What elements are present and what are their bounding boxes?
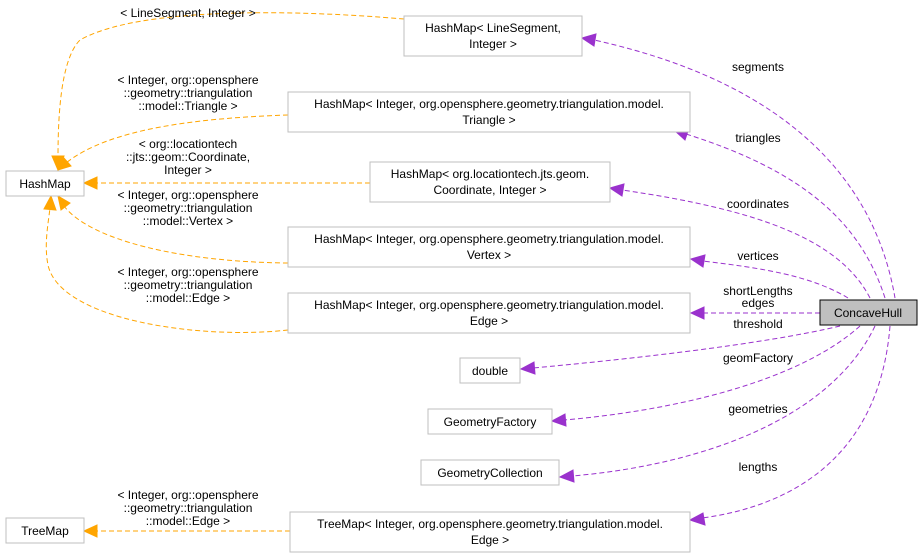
node-hashmap-label: HashMap bbox=[19, 177, 71, 191]
node-treemap[interactable]: TreeMap bbox=[5, 517, 85, 544]
edge-threshold bbox=[532, 325, 841, 369]
edge-triangles bbox=[685, 133, 886, 299]
template-label-coordinate-line2: ::jts::geom::Coordinate, bbox=[126, 150, 250, 164]
edge-vertex-to-hashmap bbox=[63, 205, 289, 264]
node-double-label: double bbox=[472, 364, 508, 378]
member-label-geometries: geometries bbox=[728, 402, 787, 416]
node-treemap-label: TreeMap bbox=[21, 524, 69, 538]
node-treemap-box bbox=[5, 517, 85, 544]
node-hashmap-triangle-box bbox=[287, 91, 691, 133]
node-hashmap-triangle[interactable]: HashMap< Integer, org.opensphere.geometr… bbox=[287, 91, 691, 133]
template-label-vertex-line1: < Integer, org::opensphere bbox=[117, 188, 258, 202]
member-label-edges: edges bbox=[742, 296, 775, 310]
node-hashmap-vertex-line1: HashMap< Integer, org.opensphere.geometr… bbox=[314, 232, 664, 246]
edge-coordinates bbox=[621, 189, 871, 299]
template-label-vertex-line3: ::model::Vertex > bbox=[143, 214, 233, 228]
arrowhead-triangle bbox=[57, 156, 72, 171]
node-hashmap-edge-box bbox=[287, 292, 691, 334]
node-hashmap-linesegment-box bbox=[403, 15, 583, 57]
template-label-triangle-line2: ::geometry::triangulation bbox=[124, 86, 253, 100]
template-label-tree-edge-line2: ::geometry::triangulation bbox=[124, 501, 253, 515]
template-label-coordinate-line3: Integer > bbox=[164, 163, 212, 177]
template-label-tree-edge-line3: ::model::Edge > bbox=[146, 514, 230, 528]
edge-lengths bbox=[701, 325, 891, 519]
edge-geom-factory bbox=[563, 325, 861, 421]
node-double[interactable]: double bbox=[459, 357, 521, 384]
node-double-box bbox=[459, 357, 521, 384]
node-hashmap-coordinate[interactable]: HashMap< org.locationtech.jts.geom. Coor… bbox=[369, 161, 611, 203]
node-treemap-edge-line2: Edge > bbox=[471, 533, 509, 547]
node-geometry-factory-label: GeometryFactory bbox=[444, 415, 537, 429]
node-hashmap-vertex[interactable]: HashMap< Integer, org.opensphere.geometr… bbox=[287, 226, 691, 268]
arrowhead-tree-edge bbox=[82, 524, 98, 538]
node-hashmap-triangle-line2: Triangle > bbox=[462, 113, 515, 127]
edge-edge-to-hashmap bbox=[45, 207, 289, 333]
member-label-geom-factory: geomFactory bbox=[723, 351, 793, 365]
usage-edges bbox=[519, 33, 896, 526]
node-hashmap-coordinate-line1: HashMap< org.locationtech.jts.geom. bbox=[391, 167, 589, 181]
node-concave-hull[interactable]: ConcaveHull bbox=[819, 299, 918, 326]
node-hashmap-linesegment[interactable]: HashMap< LineSegment, Integer > bbox=[403, 15, 583, 57]
node-hashmap-linesegment-line1: HashMap< LineSegment, bbox=[425, 21, 561, 35]
edge-segments bbox=[593, 39, 896, 299]
arrowhead-coordinates bbox=[608, 183, 625, 197]
member-label-segments: segments bbox=[732, 60, 784, 74]
node-geometry-collection-box bbox=[420, 459, 560, 486]
node-treemap-edge-box bbox=[289, 511, 691, 553]
node-geometry-factory[interactable]: GeometryFactory bbox=[427, 408, 553, 435]
node-hashmap-vertex-box bbox=[287, 226, 691, 268]
template-label-linesegment: < LineSegment, Integer > bbox=[120, 6, 255, 20]
node-concave-hull-box bbox=[819, 299, 918, 326]
node-hashmap-edge-line2: Edge > bbox=[470, 314, 508, 328]
node-concave-hull-label: ConcaveHull bbox=[834, 306, 902, 320]
template-edges bbox=[43, 12, 405, 538]
node-geometry-collection-label: GeometryCollection bbox=[437, 466, 542, 480]
node-treemap-edge[interactable]: TreeMap< Integer, org.opensphere.geometr… bbox=[289, 511, 691, 553]
template-label-edge-line1: < Integer, org::opensphere bbox=[117, 265, 258, 279]
arrowhead-vertices bbox=[689, 254, 706, 268]
node-hashmap-box bbox=[5, 170, 85, 197]
arrowhead-segments bbox=[580, 33, 597, 47]
node-geometry-collection[interactable]: GeometryCollection bbox=[420, 459, 560, 486]
member-label-coordinates: coordinates bbox=[727, 197, 789, 211]
arrowhead-coordinate bbox=[82, 176, 98, 190]
template-label-vertex-line2: ::geometry::triangulation bbox=[124, 201, 253, 215]
edge-triangle-to-hashmap bbox=[65, 114, 289, 164]
member-label-vertices: vertices bbox=[737, 249, 778, 263]
node-hashmap-vertex-line2: Vertex > bbox=[467, 248, 511, 262]
node-geometry-factory-box bbox=[427, 408, 553, 435]
node-hashmap-triangle-line1: HashMap< Integer, org.opensphere.geometr… bbox=[314, 97, 664, 111]
node-hashmap-coordinate-box bbox=[369, 161, 611, 203]
arrowhead-edge bbox=[43, 194, 57, 211]
edge-linesegment-to-hashmap bbox=[57, 12, 405, 159]
arrowhead-lengths bbox=[688, 512, 706, 526]
member-labels: segments triangles coordinates vertices … bbox=[723, 60, 793, 474]
arrowhead-threshold bbox=[519, 361, 536, 375]
node-hashmap-coordinate-line2: Coordinate, Integer > bbox=[433, 183, 546, 197]
template-label-coordinate-line1: < org::locationtech bbox=[139, 137, 237, 151]
member-label-triangles: triangles bbox=[735, 131, 780, 145]
member-label-lengths: lengths bbox=[739, 460, 778, 474]
template-label-edge-line2: ::geometry::triangulation bbox=[124, 278, 253, 292]
node-hashmap-edge-line1: HashMap< Integer, org.opensphere.geometr… bbox=[314, 298, 664, 312]
arrowhead-geom-factory bbox=[550, 413, 567, 427]
arrowhead-edges bbox=[689, 306, 705, 320]
template-labels: < LineSegment, Integer > < Integer, org:… bbox=[117, 6, 258, 528]
arrowhead-geometries bbox=[558, 469, 575, 483]
arrowhead-vertex bbox=[57, 194, 71, 211]
member-label-threshold: threshold bbox=[733, 317, 782, 331]
edge-vertices bbox=[702, 260, 849, 299]
node-hashmap[interactable]: HashMap bbox=[5, 170, 85, 197]
edge-geometries bbox=[571, 325, 876, 477]
node-hashmap-edge[interactable]: HashMap< Integer, org.opensphere.geometr… bbox=[287, 292, 691, 334]
template-label-triangle-line1: < Integer, org::opensphere bbox=[117, 73, 258, 87]
template-label-edge-line3: ::model::Edge > bbox=[146, 291, 230, 305]
member-label-short-lengths: shortLengths bbox=[723, 284, 792, 298]
node-treemap-edge-line1: TreeMap< Integer, org.opensphere.geometr… bbox=[317, 517, 663, 531]
template-label-triangle-line3: ::model::Triangle > bbox=[138, 99, 237, 113]
template-label-tree-edge-line1: < Integer, org::opensphere bbox=[117, 488, 258, 502]
node-hashmap-linesegment-line2: Integer > bbox=[469, 37, 517, 51]
